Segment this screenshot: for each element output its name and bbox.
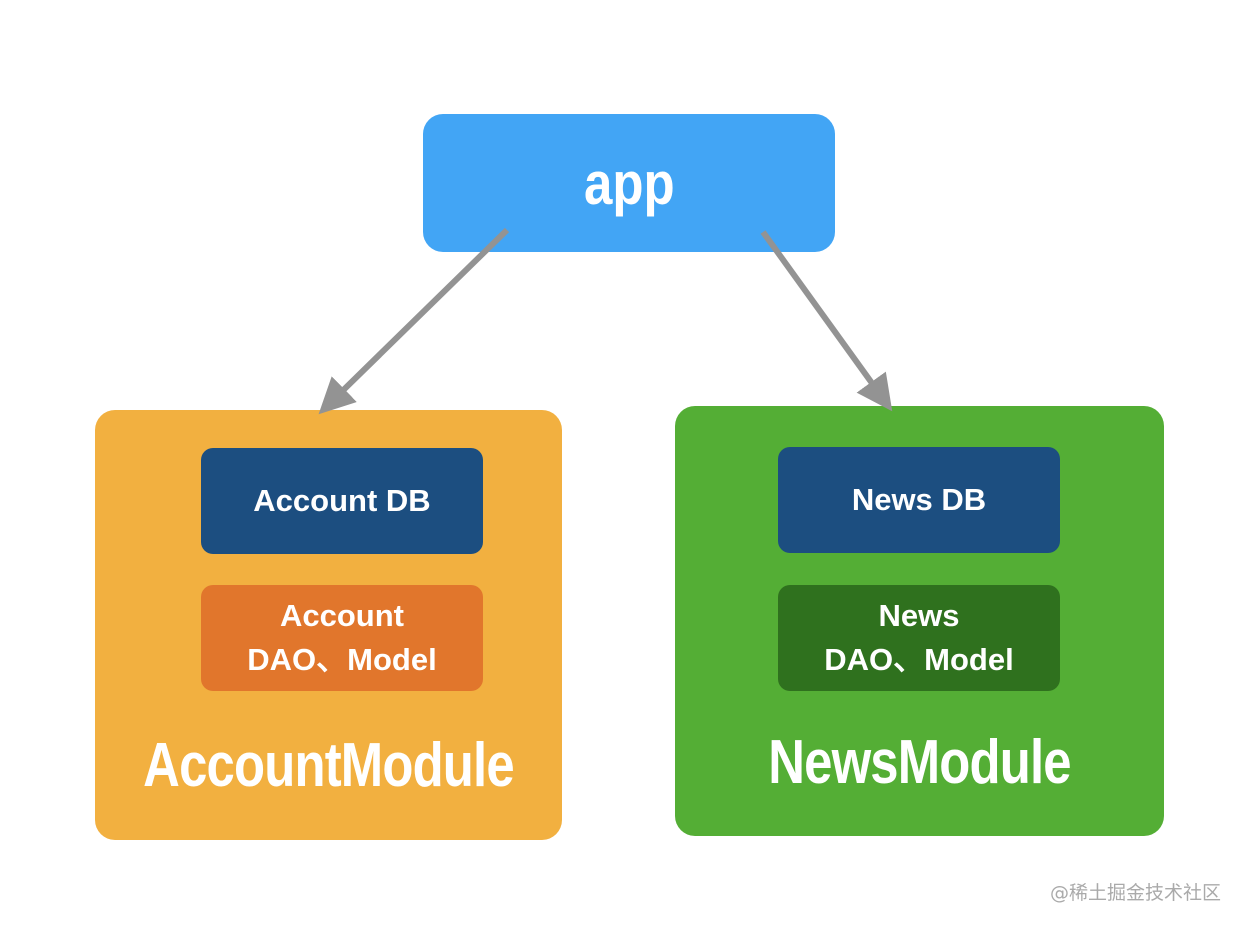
- watermark: @稀土掘金技术社区: [1050, 882, 1222, 904]
- app-node: app: [423, 114, 835, 252]
- account-dao-line1: Account: [280, 598, 404, 633]
- news-db-label: News DB: [851, 482, 987, 517]
- account-module-title: AccountModule: [143, 731, 514, 800]
- account-dao-line2: DAO、Model: [247, 642, 437, 677]
- news-dao-model: News DAO、Model: [778, 585, 1060, 691]
- account-db-label: Account DB: [253, 483, 431, 518]
- app-label: app: [583, 149, 675, 217]
- account-db: Account DB: [201, 448, 483, 554]
- arrow-app-to-account: [318, 227, 510, 415]
- account-dao-model: Account DAO、Model: [201, 585, 483, 691]
- news-db: News DB: [778, 447, 1060, 553]
- arrow-app-to-news: [760, 230, 893, 412]
- news-dao-line2: DAO、Model: [824, 642, 1014, 677]
- news-module-title: NewsModule: [768, 728, 1071, 797]
- news-dao-line1: News: [878, 598, 960, 633]
